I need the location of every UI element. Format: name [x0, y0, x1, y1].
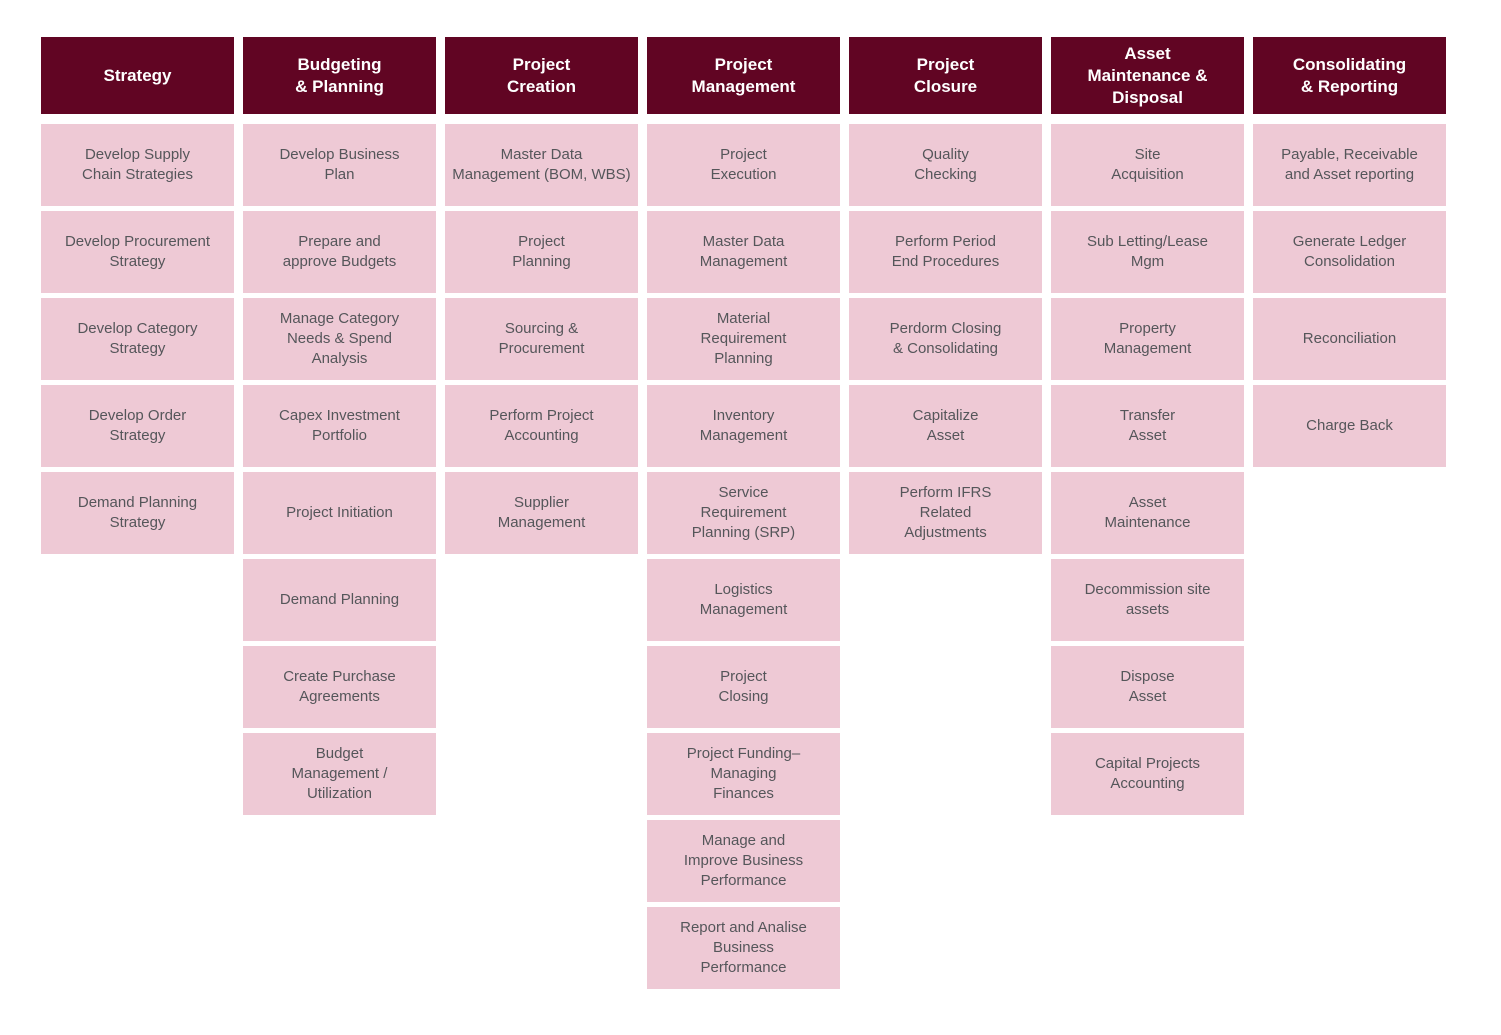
- process-cell-manage-category-needs-spend-analysis: Manage Category Needs & Spend Analysis: [243, 298, 436, 380]
- process-cell-develop-category-strategy: Develop Category Strategy: [41, 298, 234, 380]
- process-cell-capitalize-asset: Capitalize Asset: [849, 385, 1042, 467]
- process-cell-sub-letting-lease-mgm: Sub Letting/Lease Mgm: [1051, 211, 1244, 293]
- process-cell-master-data-management-bom-wbs: Master Data Management (BOM, WBS): [445, 124, 638, 206]
- process-cell-transfer-asset: Transfer Asset: [1051, 385, 1244, 467]
- process-cell-capital-projects-accounting: Capital Projects Accounting: [1051, 733, 1244, 815]
- process-cell-create-purchase-agreements: Create Purchase Agreements: [243, 646, 436, 728]
- process-cell-perdorm-closing-consolidating: Perdorm Closing & Consolidating: [849, 298, 1042, 380]
- process-cell-payable-receivable-and-asset-reporting: Payable, Receivable and Asset reporting: [1253, 124, 1446, 206]
- process-cell-develop-supply-chain-strategies: Develop Supply Chain Strategies: [41, 124, 234, 206]
- process-cell-reconciliation: Reconciliation: [1253, 298, 1446, 380]
- process-cell-capex-investment-portfolio: Capex Investment Portfolio: [243, 385, 436, 467]
- process-cell-property-management: Property Management: [1051, 298, 1244, 380]
- process-cell-demand-planning-strategy: Demand Planning Strategy: [41, 472, 234, 554]
- process-cell-sourcing-procurement: Sourcing & Procurement: [445, 298, 638, 380]
- column-header-project-closure: Project Closure: [849, 37, 1042, 114]
- process-cell-perform-project-accounting: Perform Project Accounting: [445, 385, 638, 467]
- process-cell-inventory-management: Inventory Management: [647, 385, 840, 467]
- process-cell-report-and-analise-business-performance: Report and Analise Business Performance: [647, 907, 840, 989]
- process-cell-develop-procurement-strategy: Develop Procurement Strategy: [41, 211, 234, 293]
- column-header-asset-maintenance-disposal: Asset Maintenance & Disposal: [1051, 37, 1244, 114]
- process-cell-manage-and-improve-business-performance: Manage and Improve Business Performance: [647, 820, 840, 902]
- process-cell-logistics-management: Logistics Management: [647, 559, 840, 641]
- process-cell-charge-back: Charge Back: [1253, 385, 1446, 467]
- process-cell-project-funding-managing-finances: Project Funding– Managing Finances: [647, 733, 840, 815]
- process-cell-supplier-management: Supplier Management: [445, 472, 638, 554]
- process-cell-develop-order-strategy: Develop Order Strategy: [41, 385, 234, 467]
- process-cell-quality-checking: Quality Checking: [849, 124, 1042, 206]
- process-cell-material-requirement-planning: Material Requirement Planning: [647, 298, 840, 380]
- process-cell-master-data-management: Master Data Management: [647, 211, 840, 293]
- process-cell-project-execution: Project Execution: [647, 124, 840, 206]
- process-cell-service-requirement-planning-srp: Service Requirement Planning (SRP): [647, 472, 840, 554]
- column-header-consolidating-reporting: Consolidating & Reporting: [1253, 37, 1446, 114]
- process-cell-budget-management-utilization: Budget Management / Utilization: [243, 733, 436, 815]
- process-cell-generate-ledger-consolidation: Generate Ledger Consolidation: [1253, 211, 1446, 293]
- process-cell-perform-period-end-procedures: Perform Period End Procedures: [849, 211, 1042, 293]
- process-cell-asset-maintenance: Asset Maintenance: [1051, 472, 1244, 554]
- process-cell-decommission-site-assets: Decommission site assets: [1051, 559, 1244, 641]
- process-cell-develop-business-plan: Develop Business Plan: [243, 124, 436, 206]
- process-cell-prepare-and-approve-budgets: Prepare and approve Budgets: [243, 211, 436, 293]
- process-cell-perform-ifrs-related-adjustments: Perform IFRS Related Adjustments: [849, 472, 1042, 554]
- process-cell-project-closing: Project Closing: [647, 646, 840, 728]
- process-cell-project-initiation: Project Initiation: [243, 472, 436, 554]
- process-cell-dispose-asset: Dispose Asset: [1051, 646, 1244, 728]
- process-cell-demand-planning: Demand Planning: [243, 559, 436, 641]
- column-header-strategy: Strategy: [41, 37, 234, 114]
- process-cell-project-planning: Project Planning: [445, 211, 638, 293]
- column-header-budgeting-planning: Budgeting & Planning: [243, 37, 436, 114]
- column-header-project-creation: Project Creation: [445, 37, 638, 114]
- column-header-project-management: Project Management: [647, 37, 840, 114]
- process-cell-site-acquisition: Site Acquisition: [1051, 124, 1244, 206]
